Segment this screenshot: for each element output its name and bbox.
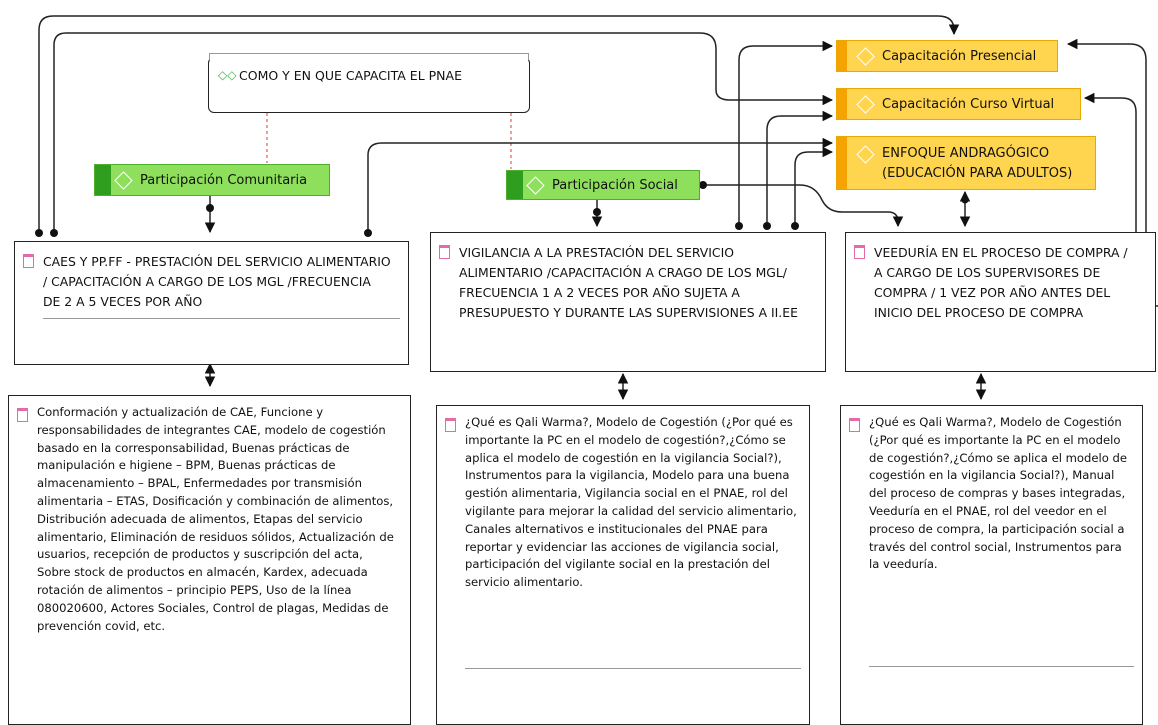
tag-capacitacion-presencial[interactable]: Capacitación Presencial	[836, 40, 1058, 72]
root-topic-cap	[209, 53, 529, 60]
tag-band	[837, 41, 847, 71]
diamond-icon	[856, 145, 875, 164]
tag-label: Participación Comunitaria	[140, 172, 308, 188]
tag-band	[837, 137, 847, 189]
tag-enfoque-andragogico[interactable]: ENFOQUE ANDRAGÓGICO (EDUCACIÓN PARA ADUL…	[836, 136, 1096, 190]
root-topic[interactable]: ◇◇ COMO Y EN QUE CAPACITA EL PNAE	[208, 53, 530, 113]
separator-line	[465, 668, 801, 669]
note-icon	[17, 408, 28, 422]
tag-label: Capacitación Presencial	[882, 48, 1037, 64]
separator-line	[43, 318, 400, 319]
detail-caes[interactable]: Conformación y actualización de CAE, Fun…	[8, 395, 411, 725]
root-topic-title: COMO Y EN QUE CAPACITA EL PNAE	[239, 68, 462, 83]
tag-band	[507, 171, 523, 199]
separator-line	[869, 666, 1134, 667]
note-icon	[23, 254, 34, 268]
detail-text: ¿Qué es Qali Warma?, Modelo de Cogestión…	[465, 415, 797, 590]
double-diamond-icon: ◇◇	[218, 68, 237, 82]
topic-text: VIGILANCIA A LA PRESTACIÓN DEL SERVICIO …	[459, 245, 798, 320]
note-icon	[849, 418, 860, 432]
tag-label-line1: ENFOQUE ANDRAGÓGICO	[882, 146, 1050, 161]
diamond-icon	[856, 46, 875, 66]
tag-label-line2: (EDUCACIÓN PARA ADULTOS)	[882, 166, 1073, 181]
detail-vigilancia[interactable]: ¿Qué es Qali Warma?, Modelo de Cogestión…	[436, 405, 810, 725]
tag-capacitacion-curso-virtual[interactable]: Capacitación Curso Virtual	[836, 88, 1081, 120]
tag-band	[837, 89, 847, 119]
topic-veeduria[interactable]: VEEDURÍA EN EL PROCESO DE COMPRA / A CAR…	[845, 232, 1156, 372]
topic-caes-ppff[interactable]: CAES Y PP.FF - PRESTACIÓN DEL SERVICIO A…	[14, 241, 409, 365]
topic-text: VEEDURÍA EN EL PROCESO DE COMPRA / A CAR…	[874, 245, 1128, 320]
diamond-icon	[526, 175, 545, 195]
detail-text: Conformación y actualización de CAE, Fun…	[37, 405, 394, 633]
diamond-icon	[856, 94, 875, 114]
note-icon	[854, 245, 865, 259]
tag-participacion-comunitaria[interactable]: Participación Comunitaria	[94, 164, 330, 196]
topic-text: CAES Y PP.FF - PRESTACIÓN DEL SERVICIO A…	[43, 254, 391, 309]
detail-text: ¿Qué es Qali Warma?, Modelo de Cogestión…	[869, 415, 1127, 572]
tag-band	[95, 165, 111, 195]
diamond-icon	[114, 170, 133, 190]
tag-participacion-social[interactable]: Participación Social	[506, 170, 700, 200]
tag-label: Participación Social	[552, 177, 678, 193]
tag-label: Capacitación Curso Virtual	[882, 96, 1055, 112]
note-icon	[439, 245, 450, 259]
topic-vigilancia[interactable]: VIGILANCIA A LA PRESTACIÓN DEL SERVICIO …	[430, 232, 826, 372]
detail-veeduria[interactable]: ¿Qué es Qali Warma?, Modelo de Cogestión…	[840, 405, 1143, 725]
note-icon	[445, 418, 456, 432]
